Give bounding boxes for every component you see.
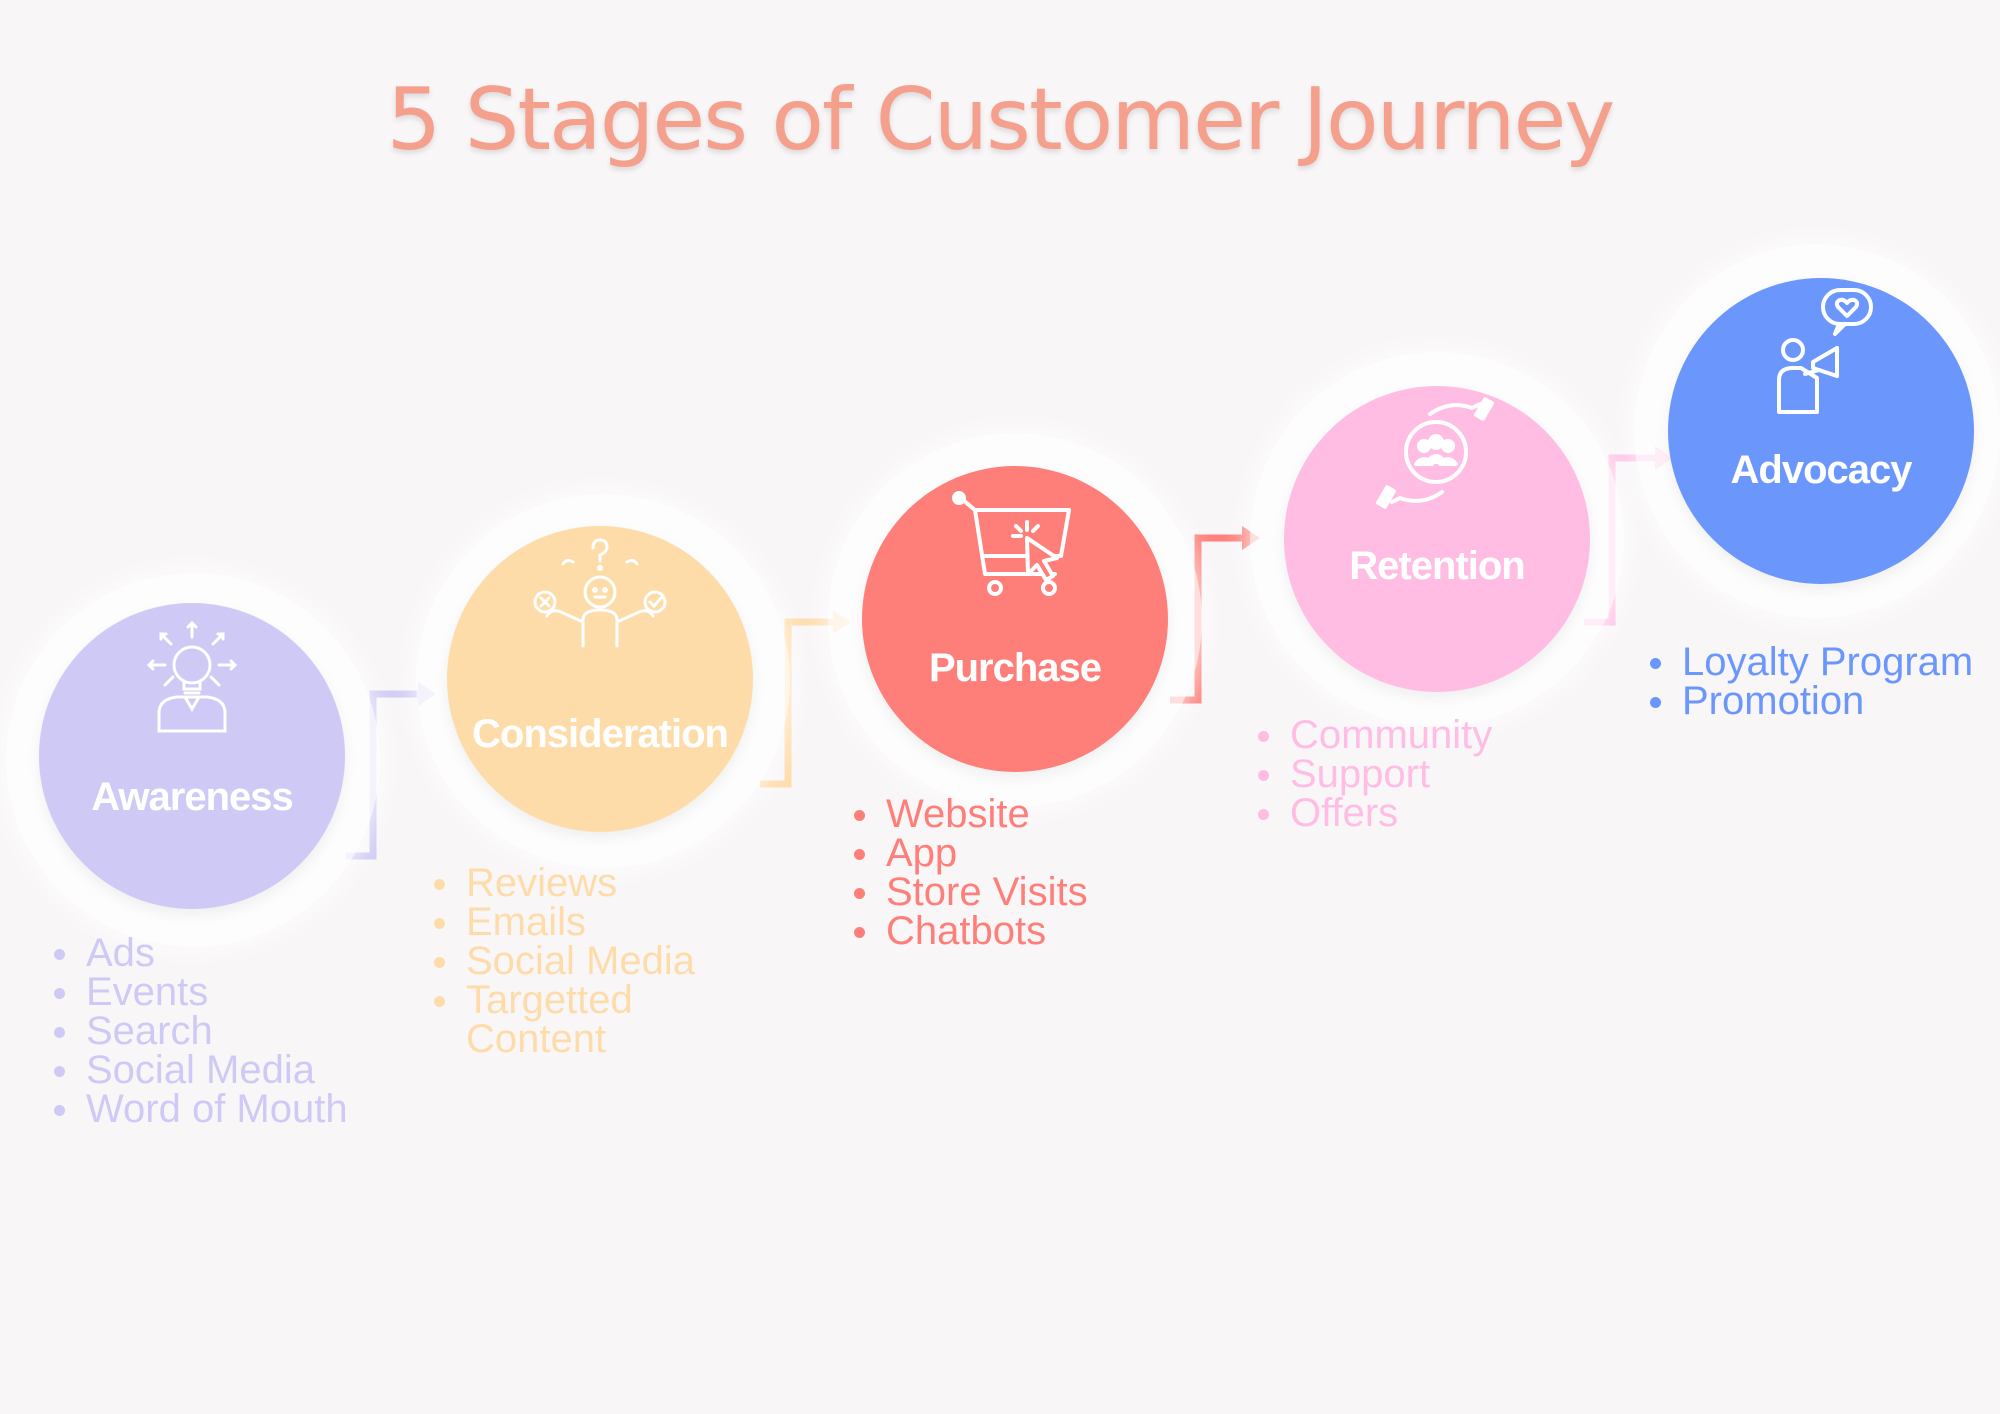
list-item: Promotion bbox=[1648, 681, 1973, 721]
awareness-circle: Awareness bbox=[39, 603, 345, 909]
list-item: Offers bbox=[1256, 793, 1492, 833]
awareness-label: Awareness bbox=[91, 775, 294, 819]
thinking-person-icon bbox=[533, 538, 667, 648]
awareness-channel-list: Ads Events Search Social Media Word of M… bbox=[52, 933, 348, 1129]
list-item: App bbox=[852, 833, 1088, 873]
list-item: Store Visits bbox=[852, 872, 1088, 912]
list-item: Word of Mouth bbox=[52, 1089, 348, 1129]
retention-label: Retention bbox=[1349, 544, 1525, 588]
list-item: Targetted Content bbox=[432, 980, 686, 1059]
purchase-label: Purchase bbox=[928, 646, 1102, 690]
list-item: Community bbox=[1256, 715, 1492, 755]
advocacy-channel-list: Loyalty Program Promotion bbox=[1648, 642, 1973, 721]
list-item: Ads bbox=[52, 933, 348, 973]
consideration-circle: Consideration bbox=[447, 526, 753, 832]
retention-circle: Retention bbox=[1284, 386, 1590, 692]
list-item: Support bbox=[1256, 754, 1492, 794]
list-item: Reviews bbox=[432, 863, 695, 903]
list-item: Social Media bbox=[432, 941, 695, 981]
consideration-channel-list: Reviews Emails Social Media Targetted Co… bbox=[432, 863, 695, 1059]
list-item: Loyalty Program bbox=[1648, 642, 1973, 682]
list-item: Events bbox=[52, 972, 348, 1012]
community-hands-icon bbox=[1376, 397, 1494, 509]
list-item: Search bbox=[52, 1011, 348, 1051]
list-item: Emails bbox=[432, 902, 695, 942]
shopping-cart-click-icon bbox=[952, 491, 1071, 596]
page-title: 5 Stages of Customer Journey bbox=[386, 70, 1616, 170]
list-item: Chatbots bbox=[852, 911, 1088, 951]
consideration-label: Consideration bbox=[472, 712, 729, 756]
advocacy-circle: Advocacy bbox=[1668, 278, 1974, 584]
advocacy-label: Advocacy bbox=[1730, 448, 1913, 492]
megaphone-person-icon bbox=[1777, 288, 1873, 414]
purchase-channel-list: Website App Store Visits Chatbots bbox=[852, 794, 1088, 951]
retention-channel-list: Community Support Offers bbox=[1256, 715, 1492, 833]
list-item: Website bbox=[852, 794, 1088, 834]
lightbulb-person-icon bbox=[146, 620, 238, 733]
list-item: Social Media bbox=[52, 1050, 348, 1090]
purchase-circle: Purchase bbox=[862, 466, 1168, 772]
